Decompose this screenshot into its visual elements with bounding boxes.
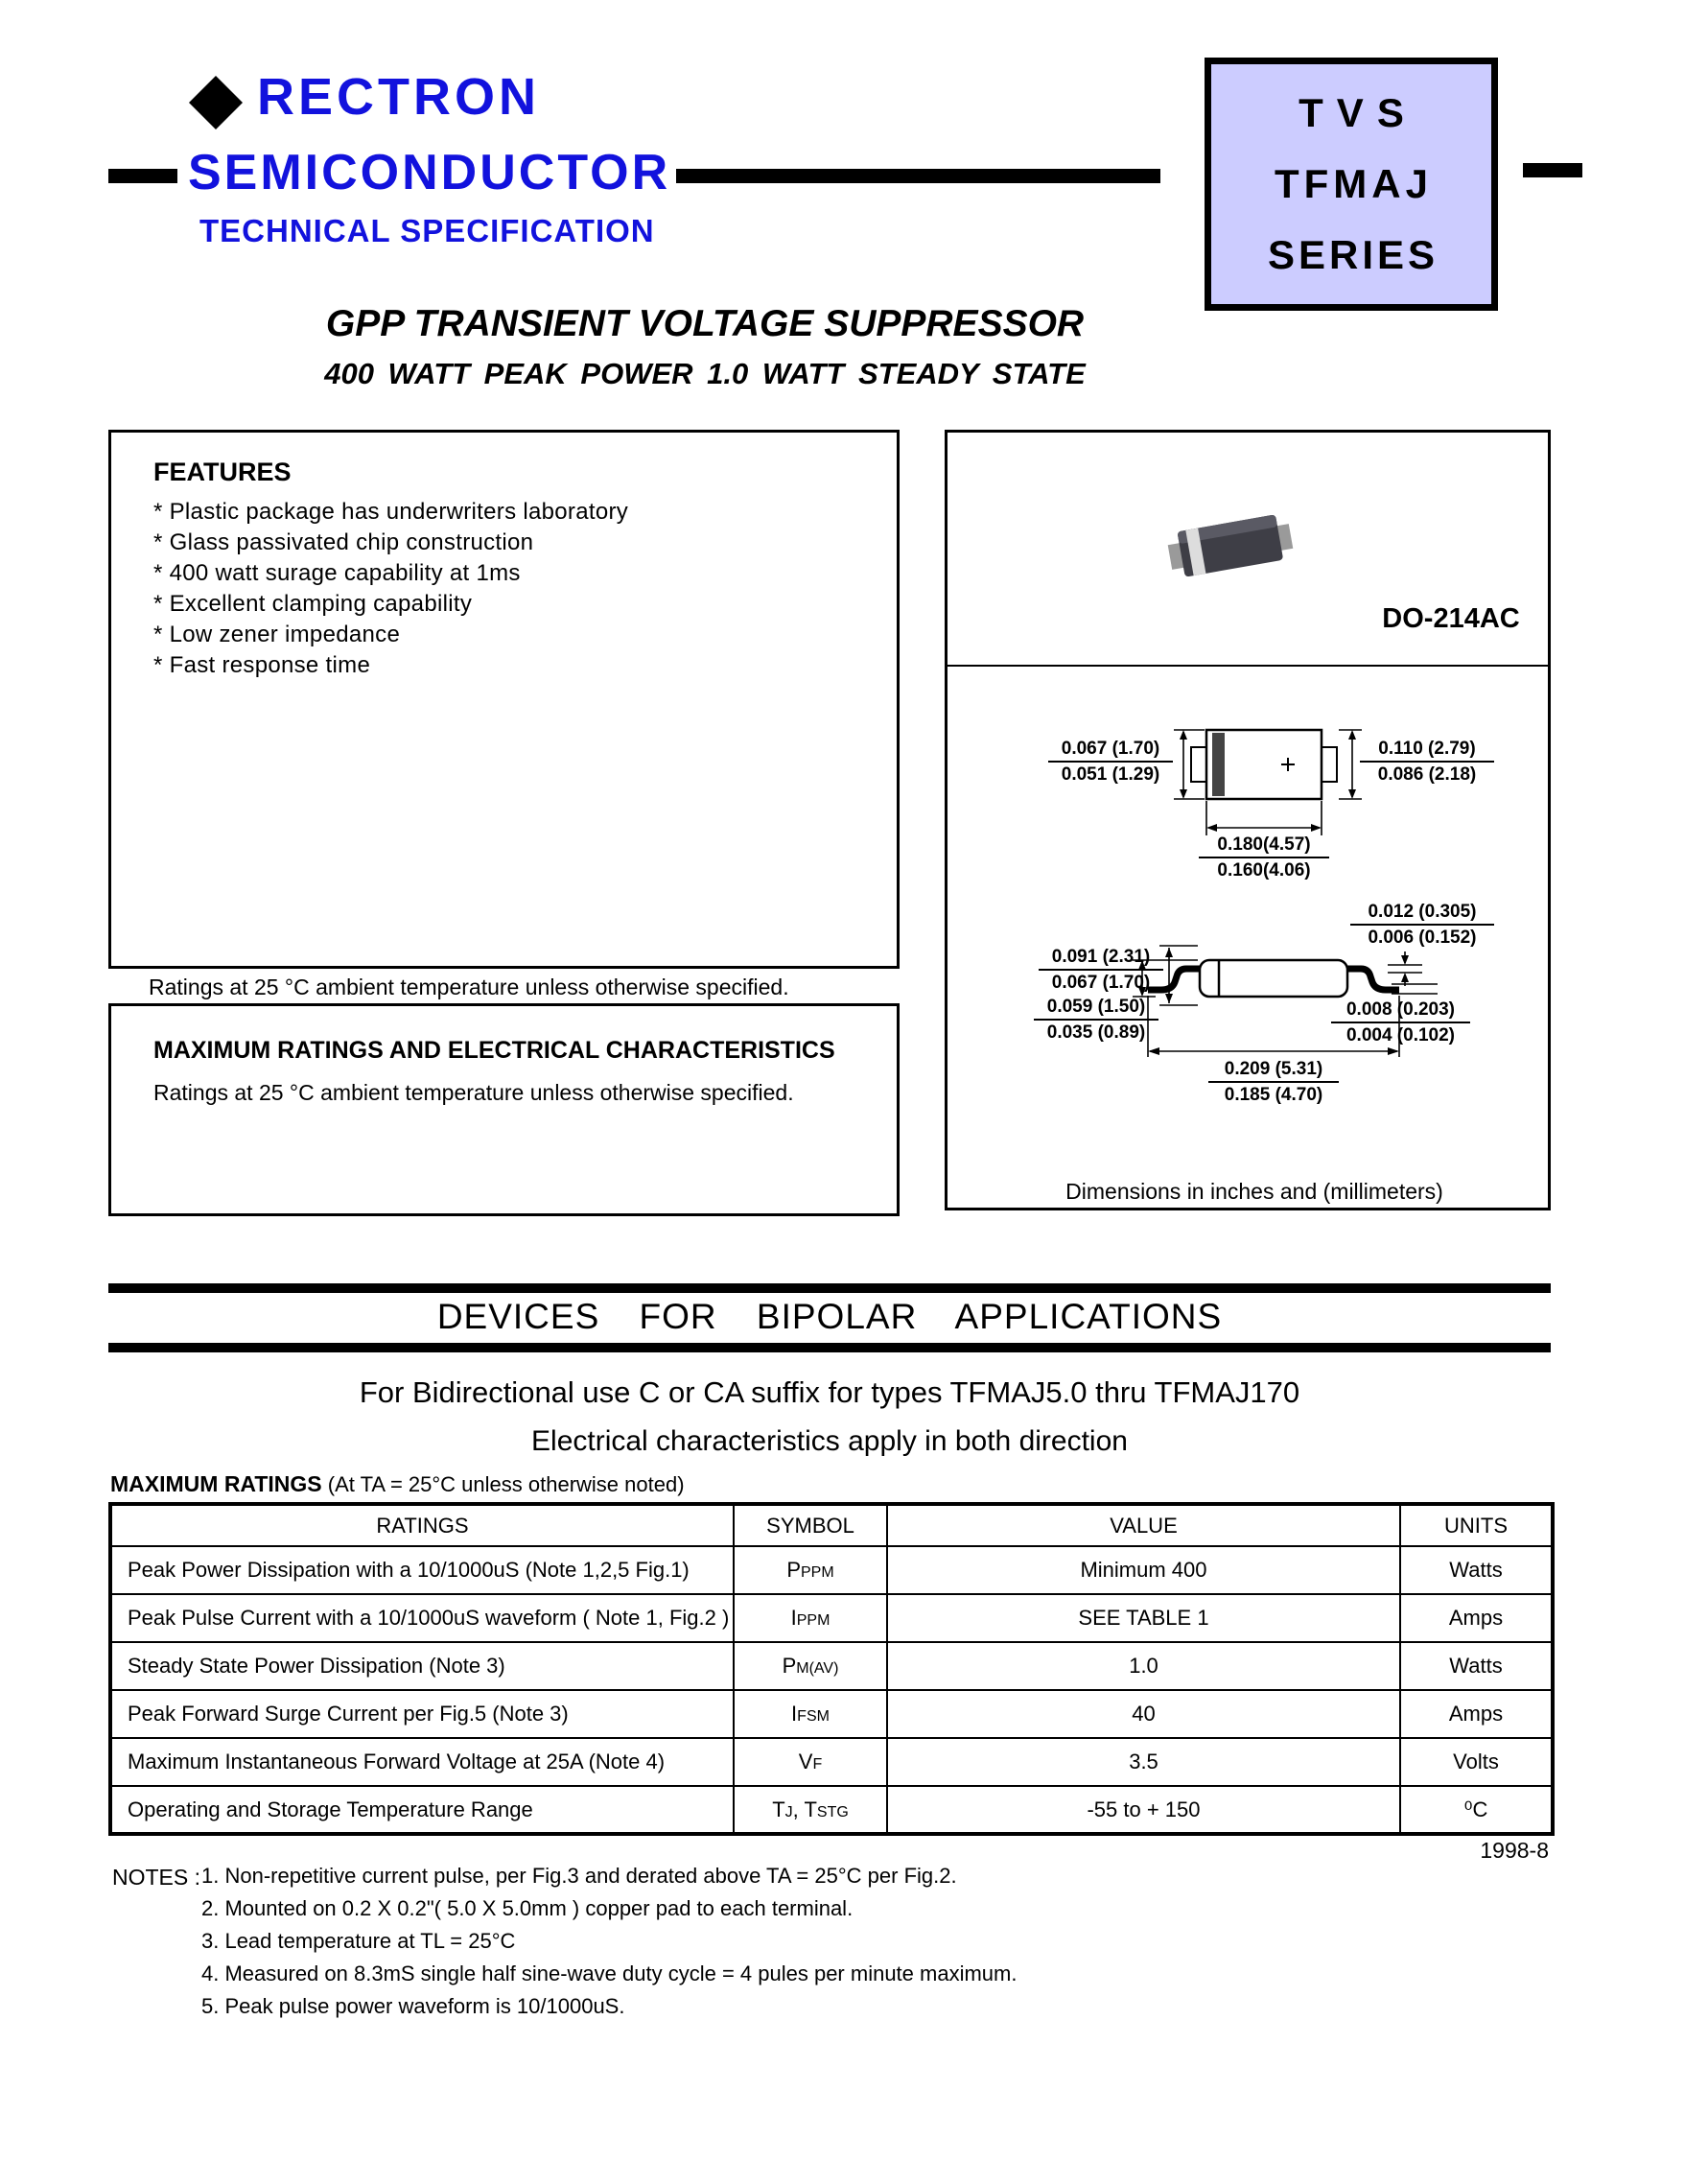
diamond-logo-icon	[189, 76, 243, 129]
units-cell: Volts	[1399, 1737, 1554, 1787]
top-view-drawing	[1091, 711, 1408, 883]
units-cell: Amps	[1399, 1593, 1554, 1643]
note-item: 4. Measured on 8.3mS single half sine-wa…	[201, 1961, 1018, 1985]
package-box-divider	[948, 665, 1548, 667]
feature-item: * Plastic package has underwriters labor…	[153, 499, 629, 525]
ratings-note-1: Ratings at 25 °C ambient temperature unl…	[149, 975, 789, 999]
symbol-cell: IPPM	[733, 1593, 888, 1643]
table-section-title-bold: MAXIMUM RATINGS	[110, 1471, 322, 1496]
symbol-cell: TJ, TSTG	[733, 1785, 888, 1835]
table-row: Maximum Instantaneous Forward Voltage at…	[109, 1737, 1554, 1787]
header-rule-middle	[676, 169, 1160, 183]
banner-rule-bottom	[108, 1343, 1551, 1352]
units-cell: Watts	[1399, 1545, 1554, 1595]
symbol-cell: PPPM	[733, 1545, 888, 1595]
dim-label-side-left1: 0.091 (2.31) 0.067 (1.70)	[1039, 946, 1163, 994]
series-line-1: TVS	[1299, 90, 1417, 135]
max-ratings-heading: MAXIMUM RATINGS AND ELECTRICAL CHARACTER…	[153, 1037, 835, 1064]
series-title-box: TVS TFMAJ SERIES	[1205, 58, 1498, 311]
date-code: 1998-8	[1480, 1838, 1549, 1863]
value-cell: 40	[886, 1689, 1401, 1739]
table-row: Peak Pulse Current with a 10/1000uS wave…	[109, 1593, 1554, 1643]
rating-cell: Steady State Power Dissipation (Note 3)	[109, 1641, 735, 1691]
table-row: Peak Forward Surge Current per Fig.5 (No…	[109, 1689, 1554, 1739]
table-section-title-rest: (At TA = 25°C unless otherwise noted)	[321, 1472, 685, 1496]
symbol-cell: IFSM	[733, 1689, 888, 1739]
package-name: DO-214AC	[1382, 603, 1520, 634]
feature-item: * Fast response time	[153, 652, 371, 678]
rectron-logo-icon	[188, 75, 244, 130]
table-row: Peak Power Dissipation with a 10/1000uS …	[109, 1545, 1554, 1595]
feature-item: * Low zener impedance	[153, 622, 401, 647]
dim-label-side-topright: 0.012 (0.305) 0.006 (0.152)	[1350, 901, 1494, 949]
table-row: Operating and Storage Temperature Range …	[109, 1785, 1554, 1835]
page-title: GPP TRANSIENT VOLTAGE SUPPRESSOR	[325, 303, 1085, 344]
maximum-ratings-table: RATINGS SYMBOL VALUE UNITS Peak Power Di…	[108, 1502, 1555, 1836]
feature-item: * Excellent clamping capability	[153, 591, 473, 617]
note-item: 1. Non-repetitive current pulse, per Fig…	[201, 1864, 957, 1888]
table-header-row: RATINGS SYMBOL VALUE UNITS	[109, 1503, 1554, 1547]
rating-cell: Peak Forward Surge Current per Fig.5 (No…	[109, 1689, 735, 1739]
dim-label-top-right: 0.110 (2.79) 0.086 (2.18)	[1360, 738, 1494, 786]
bidirectional-note: For Bidirectional use C or CA suffix for…	[359, 1375, 1300, 1409]
header-rule-left	[108, 169, 177, 183]
division-name: SEMICONDUCTOR	[188, 145, 671, 200]
value-cell: SEE TABLE 1	[886, 1593, 1401, 1643]
units-cell: Amps	[1399, 1689, 1554, 1739]
value-cell: -55 to + 150	[886, 1785, 1401, 1835]
features-box: FEATURES * Plastic package has underwrit…	[108, 430, 900, 969]
both-direction-note: Electrical characteristics apply in both…	[531, 1425, 1128, 1457]
brand-name: RECTRON	[257, 68, 540, 126]
dim-label-side-right: 0.008 (0.203) 0.004 (0.102)	[1331, 998, 1470, 1046]
dim-label-top-left: 0.067 (1.70) 0.051 (1.29)	[1048, 738, 1173, 786]
dimensions-note: Dimensions in inches and (millimeters)	[1065, 1179, 1443, 1204]
top-view-svg	[1174, 728, 1362, 835]
header-rule-right	[1523, 163, 1582, 177]
col-header-value: VALUE	[886, 1503, 1401, 1547]
side-view-drawing	[1106, 907, 1441, 1090]
note-item: 5. Peak pulse power waveform is 10/1000u…	[201, 1994, 625, 2018]
ratings-note-2: Ratings at 25 °C ambient temperature unl…	[153, 1080, 794, 1105]
rating-cell: Peak Power Dissipation with a 10/1000uS …	[109, 1545, 735, 1595]
package-box: DO-214AC	[945, 430, 1551, 1210]
value-cell: Minimum 400	[886, 1545, 1401, 1595]
rating-cell: Operating and Storage Temperature Range	[109, 1785, 735, 1835]
feature-item: * Glass passivated chip construction	[153, 529, 534, 555]
value-cell: 3.5	[886, 1737, 1401, 1787]
table-row: Steady State Power Dissipation (Note 3) …	[109, 1641, 1554, 1691]
col-header-units: UNITS	[1399, 1503, 1554, 1547]
table-section-title: MAXIMUM RATINGS (At TA = 25°C unless oth…	[110, 1471, 685, 1497]
note-item: 3. Lead temperature at TL = 25°C	[201, 1929, 516, 1953]
dim-label-side-left2: 0.059 (1.50) 0.035 (0.89)	[1034, 996, 1158, 1044]
rating-cell: Peak Pulse Current with a 10/1000uS wave…	[109, 1593, 735, 1643]
col-header-ratings: RATINGS	[109, 1503, 735, 1547]
symbol-cell: VF	[733, 1737, 888, 1787]
features-heading: FEATURES	[153, 458, 292, 486]
units-cell: Watts	[1399, 1641, 1554, 1691]
value-cell: 1.0	[886, 1641, 1401, 1691]
max-ratings-box: MAXIMUM RATINGS AND ELECTRICAL CHARACTER…	[108, 1003, 900, 1216]
symbol-cell: PM(AV)	[733, 1641, 888, 1691]
smd-package-image	[1167, 514, 1294, 577]
doc-type-label: TECHNICAL SPECIFICATION	[199, 213, 655, 248]
package-photo	[1144, 492, 1317, 602]
col-header-symbol: SYMBOL	[733, 1503, 888, 1547]
notes-list: 1. Non-repetitive current pulse, per Fig…	[201, 1860, 1256, 2023]
feature-item: * 400 watt surage capability at 1ms	[153, 560, 521, 586]
rating-cell: Maximum Instantaneous Forward Voltage at…	[109, 1737, 735, 1787]
side-view-svg	[1133, 945, 1438, 1057]
page-subtitle: 400 WATT PEAK POWER 1.0 WATT STEADY STAT…	[324, 357, 1086, 390]
banner-rule-top	[108, 1283, 1551, 1293]
note-item: 2. Mounted on 0.2 X 0.2"( 5.0 X 5.0mm ) …	[201, 1896, 854, 1920]
series-line-3: SERIES	[1267, 232, 1439, 277]
dim-label-side-bottom: 0.209 (5.31) 0.185 (4.70)	[1208, 1058, 1339, 1106]
bipolar-banner: DEVICES FOR BIPOLAR APPLICATIONS	[436, 1297, 1223, 1336]
series-line-2: TFMAJ	[1275, 161, 1433, 206]
notes-label: NOTES :	[112, 1865, 201, 1890]
dim-label-top-bottom: 0.180(4.57) 0.160(4.06)	[1199, 834, 1329, 881]
units-cell: ⁰C	[1399, 1785, 1554, 1835]
